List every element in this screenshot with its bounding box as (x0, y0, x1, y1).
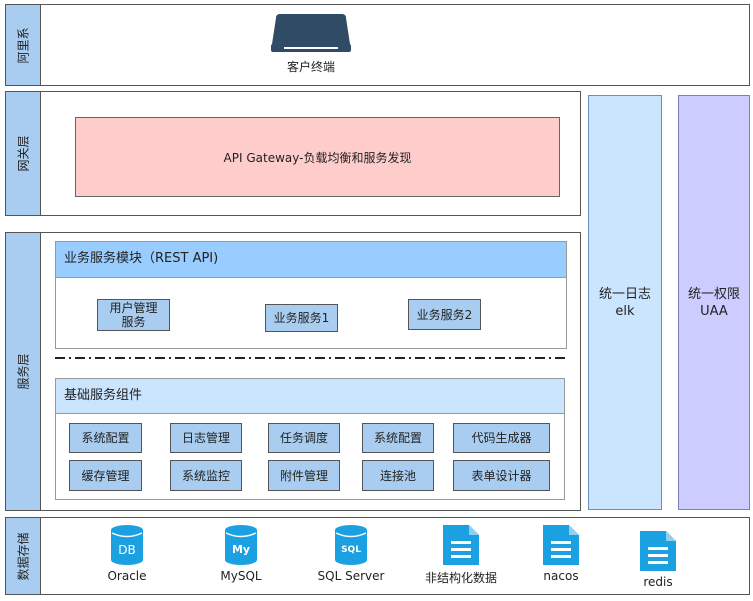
client-terminal-icon (270, 12, 352, 54)
component-item: 系统配置 (362, 423, 434, 453)
document-icon (443, 525, 479, 565)
sql-server-database-icon: SQL (335, 525, 367, 565)
client-layer (5, 4, 750, 86)
storage-item-sqlserver: SQL SQL Server (311, 525, 391, 583)
storage-item-oracle: DB Oracle (97, 525, 157, 583)
storage-label: 非结构化数据 (424, 571, 497, 585)
auth-subtitle: UAA (700, 303, 728, 319)
mysql-database-icon: My (225, 525, 257, 565)
storage-label: redis (643, 575, 673, 589)
svg-text:My: My (232, 543, 250, 556)
business-item: 业务服务1 (265, 304, 338, 332)
component-item: 连接池 (362, 460, 434, 491)
storage-item-redis: redis (628, 531, 688, 589)
document-icon (543, 525, 579, 565)
svg-text:SQL: SQL (341, 545, 361, 555)
storage-layer-side-label: 数据存储 (5, 517, 41, 595)
storage-label: MySQL (220, 569, 262, 583)
component-item: 任务调度 (268, 423, 340, 453)
component-item: 代码生成器 (453, 423, 550, 453)
storage-label: nacos (543, 569, 579, 583)
component-item: 附件管理 (268, 460, 340, 491)
document-icon (640, 531, 676, 571)
base-components-header: 基础服务组件 (55, 378, 565, 414)
business-module-header: 业务服务模块（REST API) (55, 241, 567, 278)
api-gateway-box: API Gateway-负载均衡和服务发现 (75, 117, 560, 197)
storage-item-mysql: My MySQL (211, 525, 271, 583)
component-item: 表单设计器 (453, 460, 550, 491)
logging-title: 统一日志 (598, 286, 651, 302)
business-item: 用户管理 服务 (97, 299, 170, 331)
component-item: 系统配置 (69, 423, 142, 453)
storage-item-unstructured: 非结构化数据 (419, 525, 503, 586)
database-db-icon: DB (111, 525, 143, 565)
client-terminal-label: 客户终端 (286, 60, 335, 74)
svg-text:DB: DB (118, 543, 135, 557)
storage-item-nacos: nacos (531, 525, 591, 583)
dash-dot-separator (55, 357, 567, 359)
component-item: 日志管理 (170, 423, 242, 453)
storage-label: SQL Server (317, 569, 385, 583)
business-item: 业务服务2 (408, 299, 481, 330)
service-layer-side-label: 服务层 (5, 232, 41, 511)
logging-subtitle: elk (615, 303, 635, 319)
client-layer-side-label: 阿里系 (5, 4, 41, 86)
storage-label: Oracle (107, 569, 147, 583)
component-item: 系统监控 (170, 460, 242, 491)
auth-title: 统一权限 (687, 286, 740, 302)
gateway-layer-side-label: 网关层 (5, 91, 41, 216)
component-item: 缓存管理 (69, 460, 142, 491)
